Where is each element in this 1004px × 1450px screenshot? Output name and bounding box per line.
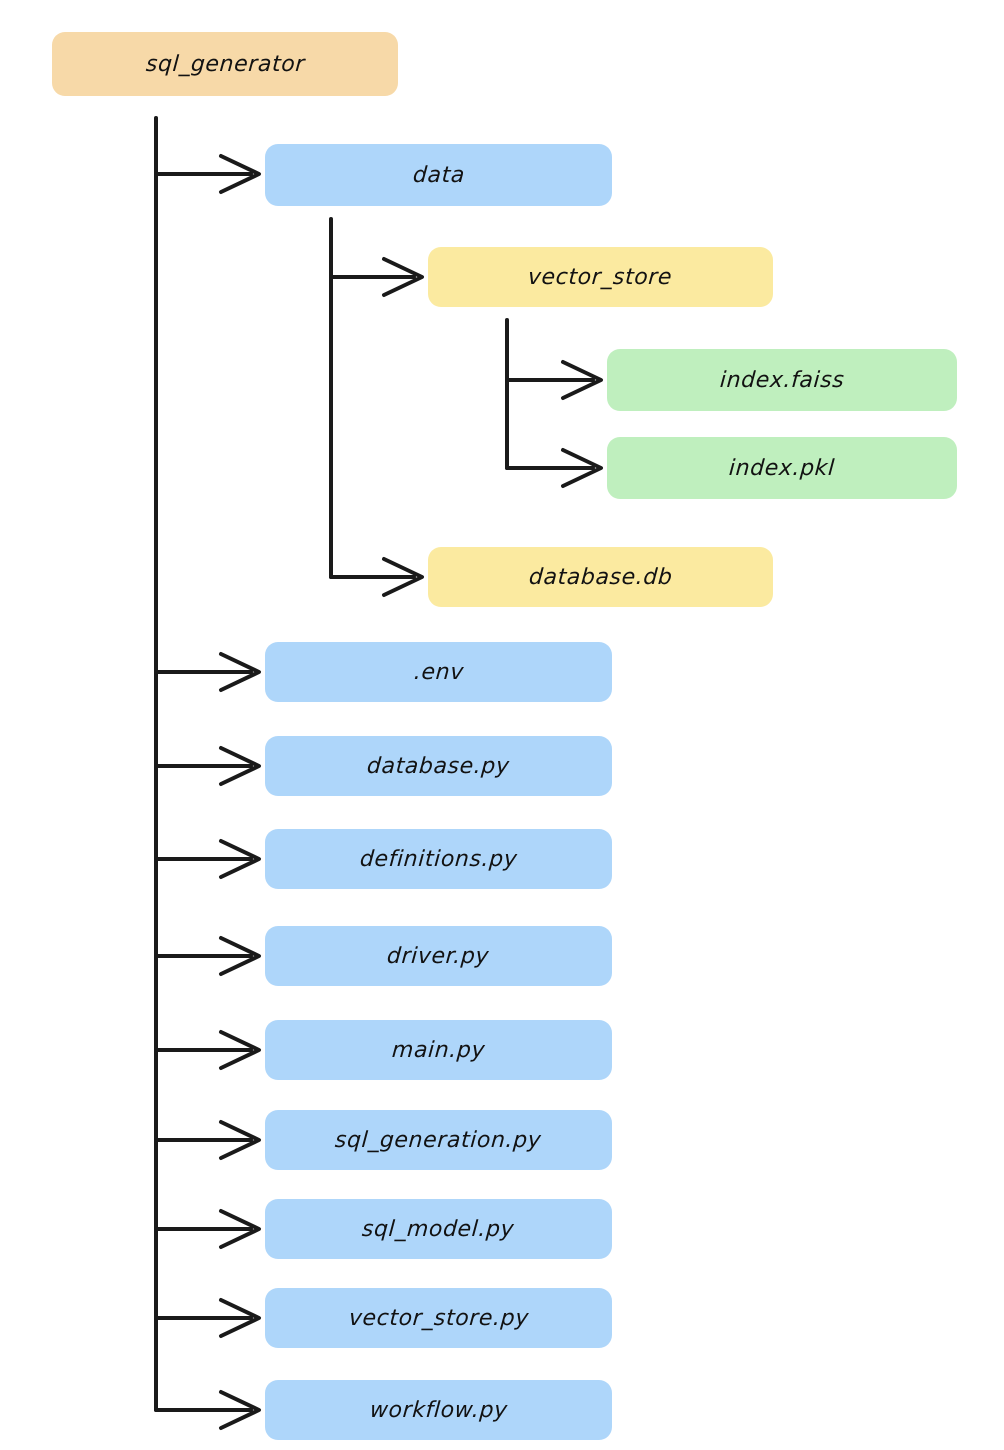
edge-arrowhead-13	[561, 448, 603, 488]
edge-arrowhead-5	[219, 1030, 261, 1070]
edge-arrowhead-9	[219, 1390, 261, 1430]
node-sql_generation_py[interactable]: sql_generation.py	[265, 1110, 612, 1170]
node-sql_model_py[interactable]: sql_model.py	[265, 1199, 612, 1259]
node-label-driver_py: driver.py	[386, 943, 491, 969]
node-vector_store[interactable]: vector_store	[428, 247, 773, 307]
edge-arrowhead-3	[219, 839, 261, 879]
edge-arrowhead-10	[382, 257, 424, 297]
node-label-root: sql_generator	[144, 51, 306, 77]
node-env[interactable]: .env	[265, 642, 612, 702]
edge-arrowhead-8	[219, 1298, 261, 1338]
node-data[interactable]: data	[265, 144, 612, 206]
node-label-sql_model_py: sql_model.py	[361, 1216, 516, 1242]
node-label-database_py: database.py	[366, 753, 511, 779]
edge-arrowhead-2	[219, 746, 261, 786]
node-driver_py[interactable]: driver.py	[265, 926, 612, 986]
edge-arrowhead-6	[219, 1120, 261, 1160]
node-index_pkl[interactable]: index.pkl	[607, 437, 957, 499]
node-index_faiss[interactable]: index.faiss	[607, 349, 957, 411]
node-database_db[interactable]: database.db	[428, 547, 773, 607]
node-label-workflow_py: workflow.py	[368, 1397, 509, 1423]
node-main_py[interactable]: main.py	[265, 1020, 612, 1080]
edge-arrowhead-7	[219, 1209, 261, 1249]
node-label-index_faiss: index.faiss	[718, 367, 846, 393]
node-label-main_py: main.py	[391, 1037, 486, 1063]
node-label-definitions_py: definitions.py	[358, 846, 519, 872]
edge-arrowhead-1	[219, 652, 261, 692]
node-label-database_db: database.db	[527, 564, 674, 590]
edge-arrowhead-4	[219, 936, 261, 976]
node-label-env: .env	[412, 659, 465, 685]
node-label-vector_store: vector_store	[527, 264, 674, 290]
edge-arrowhead-12	[561, 360, 603, 400]
node-label-sql_generation_py: sql_generation.py	[334, 1127, 543, 1153]
node-label-data: data	[411, 162, 466, 188]
node-vector_store_py[interactable]: vector_store.py	[265, 1288, 612, 1348]
node-database_py[interactable]: database.py	[265, 736, 612, 796]
node-label-index_pkl: index.pkl	[728, 455, 836, 481]
edge-arrowhead-0	[219, 154, 261, 194]
node-label-vector_store_py: vector_store.py	[347, 1305, 530, 1331]
node-root[interactable]: sql_generator	[52, 32, 398, 96]
edge-arrowhead-11	[382, 557, 424, 597]
node-workflow_py[interactable]: workflow.py	[265, 1380, 612, 1440]
node-definitions_py[interactable]: definitions.py	[265, 829, 612, 889]
